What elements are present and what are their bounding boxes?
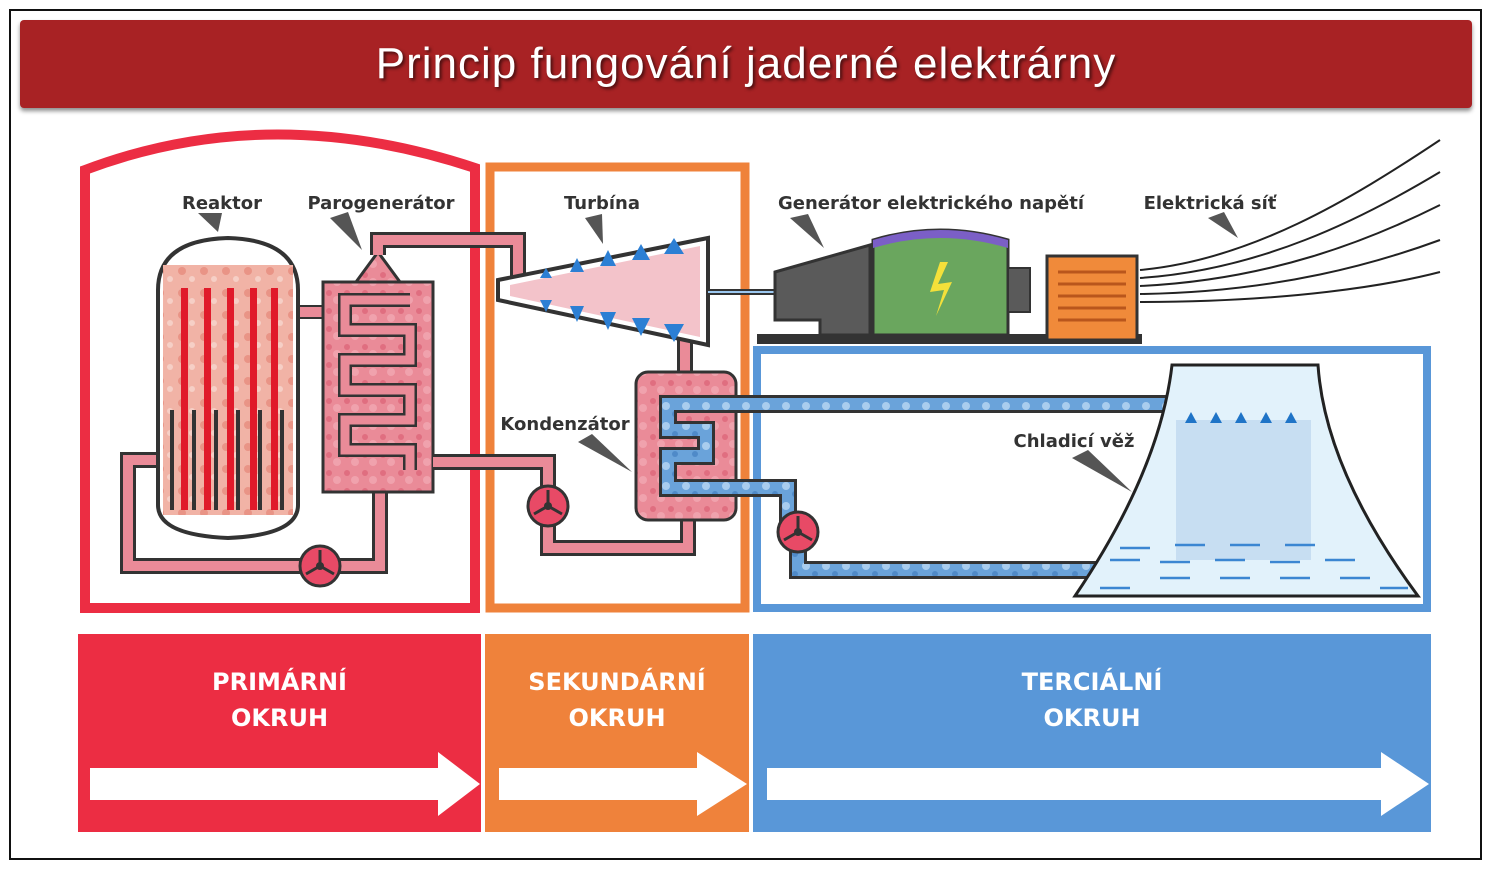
steam-generator [321,249,435,494]
label-turbine: Turbína [564,193,640,214]
steam-pipe [370,232,526,280]
label-pointers [198,212,1238,492]
label-cooling-tower: Chladicí věž [1014,431,1135,452]
tertiary-pump [776,510,820,554]
secondary-flow-arrow [499,752,747,816]
label-generator: Generátor elektrického napětí [778,193,1085,214]
primary-circuit-title: PRIMÁRNÍ [212,668,347,696]
tertiary-circuit-subtitle: OKRUH [1043,704,1141,732]
control-rods [170,410,284,510]
condenser [634,370,738,522]
primary-pump [298,544,342,588]
tertiary-flow-arrow [767,752,1429,816]
primary-circuit-band: PRIMÁRNÍ OKRUH [78,634,481,832]
cooling-tower [1072,363,1421,598]
secondary-circuit-subtitle: OKRUH [568,704,666,732]
primary-circuit-subtitle: OKRUH [230,704,329,732]
secondary-circuit-outline [485,162,750,613]
secondary-circuit-band: SEKUNDÁRNÍ OKRUH [485,634,749,832]
primary-circuit-outline [80,129,480,613]
label-grid: Elektrická síť [1144,193,1278,214]
secondary-pump [526,484,570,528]
reactor-vessel [156,235,300,541]
generator [757,228,1142,344]
label-condenser: Kondenzátor [500,414,629,435]
primary-flow-arrow [90,752,480,816]
fuel-rods [181,288,278,510]
label-steam-generator: Parogenerátor [307,193,454,214]
page-title: Princip fungování jaderné elektrárny [375,39,1117,88]
turbine [496,235,780,348]
grid-wires [1139,139,1441,303]
title-banner: Princip fungování jaderné elektrárny [20,20,1472,108]
transformer [1045,254,1139,342]
tertiary-circuit-title: TERCIÁLNÍ [1021,668,1163,696]
secondary-circuit-title: SEKUNDÁRNÍ [528,668,706,696]
label-reactor: Reaktor [182,193,262,214]
tertiary-circuit-band: TERCIÁLNÍ OKRUH [753,634,1431,832]
